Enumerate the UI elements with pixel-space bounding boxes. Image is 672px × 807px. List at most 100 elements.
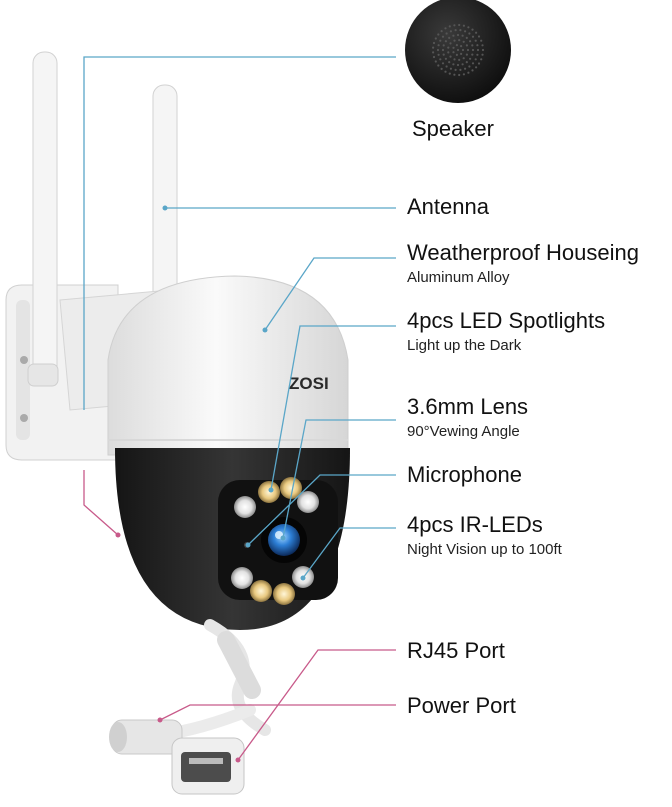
callout-led: 4pcs LED Spotlights Light up the Dark xyxy=(407,308,605,356)
leader-housing-pink xyxy=(83,470,119,536)
speaker-hole xyxy=(460,45,463,48)
leader-dot xyxy=(300,575,306,581)
speaker-hole xyxy=(437,53,440,56)
leader-lens xyxy=(282,419,396,539)
leader-dot xyxy=(268,487,274,493)
speaker-hole xyxy=(448,25,451,28)
speaker-hole xyxy=(444,40,447,43)
speaker-hole xyxy=(440,67,443,70)
callout-housing: Weatherproof Houseing Aluminum Alloy xyxy=(407,240,639,288)
speaker-hole xyxy=(455,53,458,57)
speaker-hole xyxy=(460,52,463,56)
leader-dot xyxy=(115,532,121,538)
leader-housing xyxy=(264,257,396,331)
callout-title: Weatherproof Houseing xyxy=(407,240,639,265)
speaker-hole xyxy=(448,36,451,40)
speaker-hole xyxy=(480,58,483,61)
speaker-hole xyxy=(464,67,467,70)
callout-title: Speaker xyxy=(412,116,494,141)
speaker-hole xyxy=(465,44,468,47)
speaker-hole xyxy=(458,58,461,62)
speaker-hole xyxy=(437,64,440,67)
antenna-left xyxy=(27,51,59,387)
leader-mic xyxy=(247,474,396,546)
speaker-hole xyxy=(439,58,442,61)
leader-lines xyxy=(83,56,396,763)
callout-rj45: RJ45 Port xyxy=(407,638,505,664)
callout-mic: Microphone xyxy=(407,462,522,488)
speaker-hole xyxy=(455,44,458,47)
callout-title: Antenna xyxy=(407,194,489,219)
callout-power: Power Port xyxy=(407,693,516,719)
leader-dot xyxy=(162,205,168,211)
speaker-hole xyxy=(474,58,477,61)
speaker-hole xyxy=(476,48,480,52)
speaker-hole xyxy=(437,33,440,36)
callout-subtitle: Night Vision up to 100ft xyxy=(407,541,562,558)
speaker-hole xyxy=(481,48,485,52)
speaker-hole xyxy=(467,71,470,74)
speaker-hole xyxy=(441,62,445,65)
speaker-hole xyxy=(459,68,462,71)
speaker-hole xyxy=(442,44,445,47)
callout-subtitle: 90°Vewing Angle xyxy=(407,423,520,440)
speaker-hole xyxy=(456,33,460,37)
speaker-hole xyxy=(432,46,435,49)
speaker-image xyxy=(405,0,511,103)
speaker-hole xyxy=(477,35,481,38)
callout-ir: 4pcs IR-LEDs Night Vision up to 100ft xyxy=(407,512,562,560)
speaker-hole xyxy=(448,72,451,75)
speaker-hole xyxy=(477,62,481,65)
speaker-hole xyxy=(469,57,472,60)
callout-speaker: Speaker xyxy=(412,116,494,142)
speaker-hole xyxy=(458,73,461,77)
callout-antenna: Antenna xyxy=(407,194,489,220)
speaker-hole xyxy=(441,48,445,52)
speaker-hole xyxy=(471,28,474,31)
speaker-hole xyxy=(453,39,456,42)
speaker-hole xyxy=(461,48,465,52)
speaker-hole xyxy=(454,68,457,71)
speaker-hole xyxy=(474,39,477,42)
speaker-hole xyxy=(464,30,467,33)
leader-dot xyxy=(157,717,163,723)
speaker-hole xyxy=(461,63,464,66)
speaker-hole xyxy=(436,48,440,52)
speaker-hole xyxy=(461,34,464,37)
speaker-hole xyxy=(445,65,448,68)
speaker-hole xyxy=(465,36,468,40)
speaker-hole xyxy=(465,53,468,56)
speaker-hole xyxy=(453,58,456,61)
ir-led-2 xyxy=(297,491,319,513)
speaker-hole xyxy=(458,23,461,27)
callout-title: 3.6mm Lens xyxy=(407,394,529,419)
leader-dot xyxy=(262,327,268,333)
speaker-hole xyxy=(434,37,437,40)
speaker-hole xyxy=(471,69,474,72)
speaker-hole xyxy=(452,63,455,66)
led-spotlight-1 xyxy=(258,481,280,503)
speaker-hole xyxy=(475,31,478,34)
speaker-hole xyxy=(471,44,474,47)
speaker-hole xyxy=(432,51,435,54)
speaker-hole xyxy=(444,70,447,73)
speaker-hole xyxy=(440,30,443,33)
ir-led-3 xyxy=(231,567,253,589)
speaker-hole xyxy=(444,57,447,60)
speaker-hole xyxy=(439,39,442,42)
speaker-hole xyxy=(452,46,455,49)
speaker-hole xyxy=(456,48,460,52)
callout-subtitle: Aluminum Alloy xyxy=(407,269,510,286)
speaker-hole xyxy=(458,39,461,42)
weatherproof-housing: ZOSI xyxy=(107,275,349,456)
speaker-hole xyxy=(468,65,471,68)
speaker-hole xyxy=(453,24,456,27)
leader-dot xyxy=(235,757,241,763)
speaker-hole xyxy=(480,39,483,42)
leader-rj45 xyxy=(237,649,396,761)
speaker-hole xyxy=(452,51,455,54)
cable-assembly xyxy=(154,619,271,741)
leader-power xyxy=(159,704,396,721)
power-port-connector xyxy=(109,719,183,755)
speaker-hole xyxy=(454,29,457,32)
